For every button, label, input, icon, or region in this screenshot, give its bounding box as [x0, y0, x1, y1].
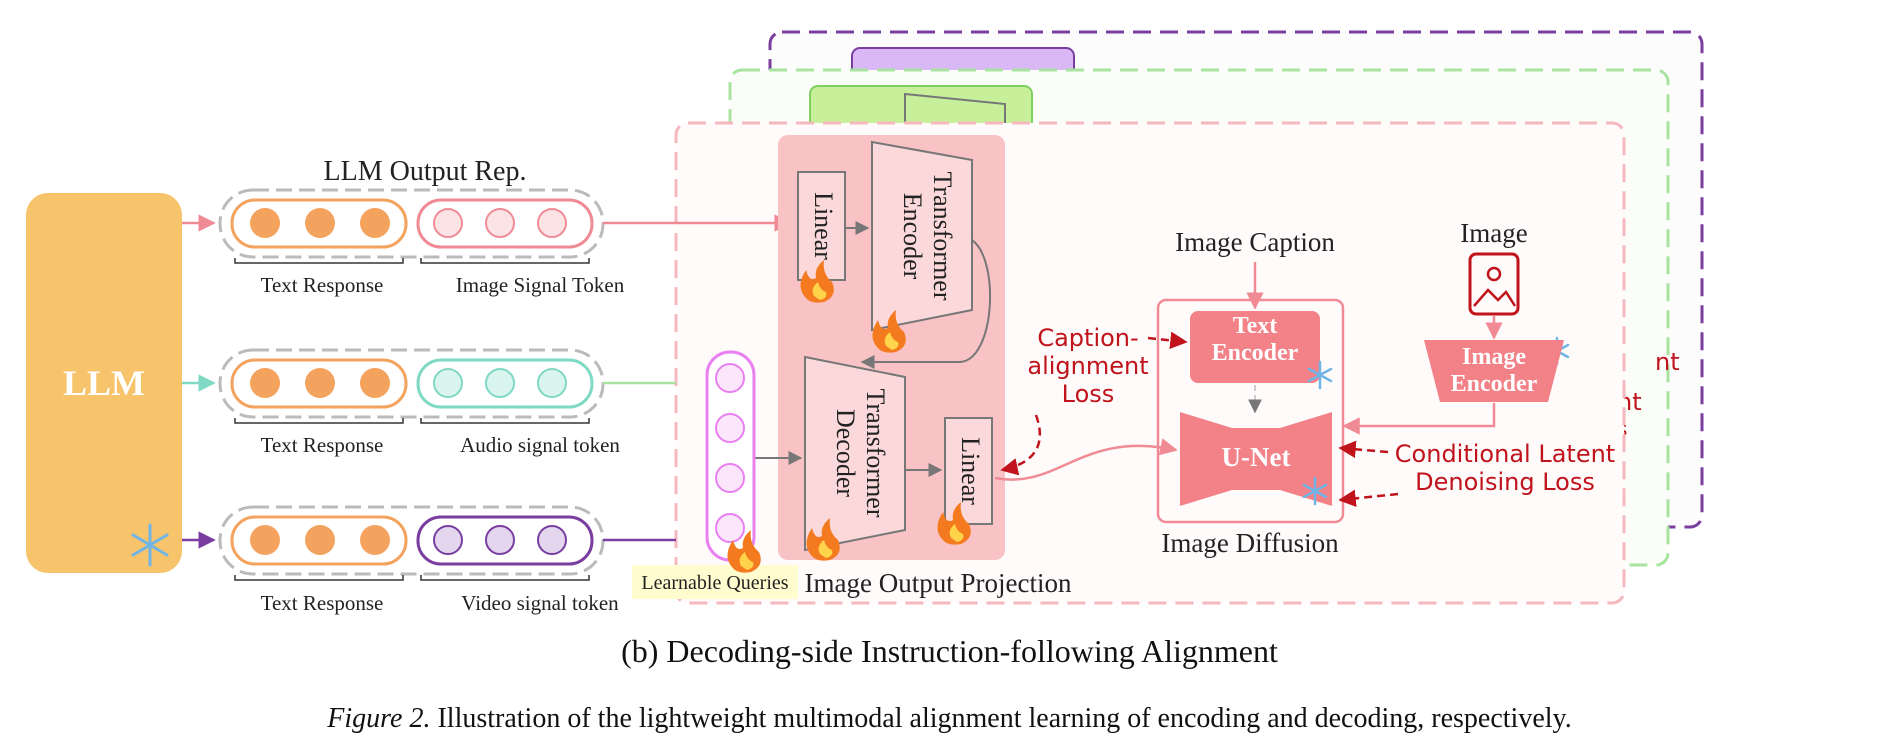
- figure-caption-label: Figure 2.: [327, 703, 431, 734]
- text-encoder-box: [1190, 311, 1320, 383]
- row3-left-label: Text Response: [261, 591, 384, 615]
- row2-right-label: Audio signal token: [460, 433, 620, 457]
- linear-bottom-label: Linear: [956, 437, 985, 505]
- unet-label: U-Net: [1222, 442, 1291, 472]
- unet-shape: [1180, 412, 1332, 506]
- image-icon: [1468, 252, 1520, 316]
- llm-label: LLM: [63, 363, 145, 403]
- figure-caption: Figure 2. Illustration of the lightweigh…: [0, 703, 1899, 735]
- fire-icon: [872, 310, 906, 353]
- figure-caption-text: Illustration of the lightweight multimod…: [437, 703, 1572, 734]
- image-encoder-shape: [1424, 340, 1564, 402]
- row1-right-label: Image Signal Token: [456, 273, 625, 297]
- learnable-queries-label: Learnable Queries: [641, 572, 788, 594]
- linear-top-box: [797, 171, 846, 281]
- output-rep-label: LLM Output Rep.: [324, 156, 527, 187]
- subcaption: (b) Decoding-side Instruction-following …: [621, 633, 1278, 669]
- background-text-fragment: nt: [1655, 348, 1680, 376]
- fire-icon: [727, 530, 761, 573]
- image-diffusion-title: Image Diffusion: [1161, 528, 1339, 558]
- transformer-encoder-label: TransformerEncoder: [898, 171, 957, 300]
- row1-left-label: Text Response: [261, 273, 384, 297]
- transformer-encoder-shape: [871, 140, 973, 332]
- image-label: Image: [1460, 218, 1527, 248]
- token-row-audio: [182, 348, 676, 424]
- token-row-image: [182, 188, 792, 264]
- fire-icon: [937, 502, 971, 545]
- image-caption-label: Image Caption: [1175, 227, 1335, 257]
- llm-block: [26, 193, 182, 573]
- snowflake-icon: [1302, 476, 1328, 506]
- fire-icon: [806, 518, 840, 561]
- row3-right-label: Video signal token: [461, 591, 619, 615]
- learnable-queries-label-bg: [632, 565, 798, 599]
- transformer-decoder-shape: [804, 355, 906, 552]
- row2-left-label: Text Response: [261, 433, 384, 457]
- snowflake-icon: [1307, 360, 1333, 390]
- output-projection-title: Image Output Projection: [805, 568, 1072, 598]
- token-row-video: [182, 505, 676, 581]
- snowflake-icon: [131, 523, 169, 567]
- transformer-decoder-label: TransformerDecoder: [831, 388, 890, 517]
- fire-icon: [800, 260, 834, 303]
- linear-top-label: Linear: [809, 192, 838, 260]
